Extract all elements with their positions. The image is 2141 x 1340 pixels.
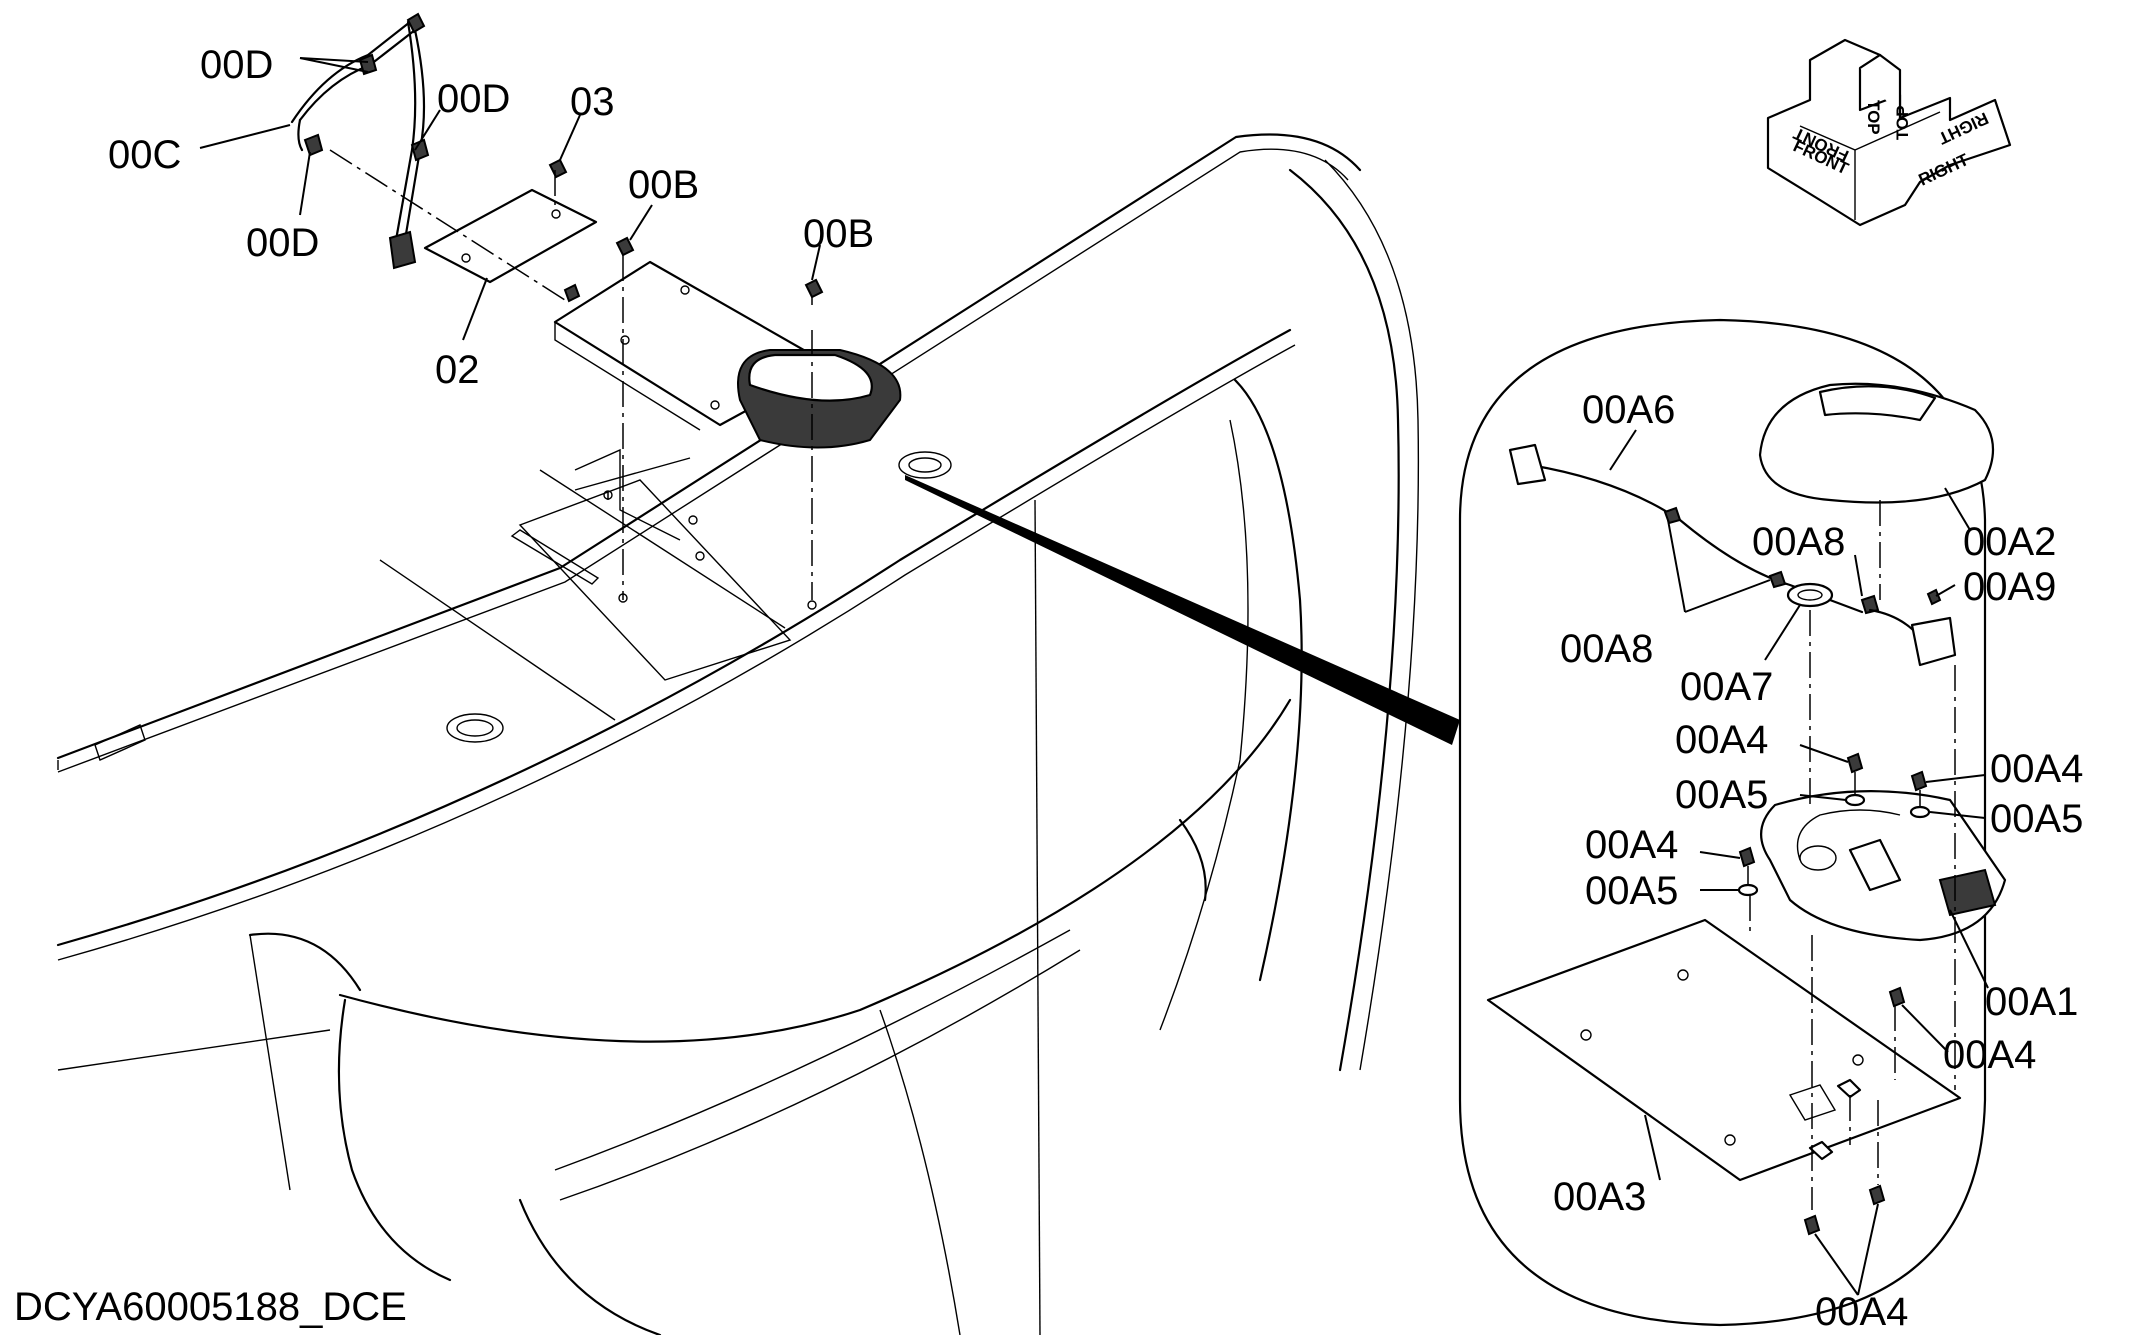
callout-00B-left: 00B <box>628 163 699 207</box>
callout-00A2: 00A2 <box>1963 520 2056 564</box>
cover-plate-02 <box>423 188 598 284</box>
detail-bubble <box>1458 318 1987 1327</box>
callout-00A4-upper-right: 00A4 <box>1990 747 2083 791</box>
bolt-00B-left <box>615 236 635 257</box>
screw-00A4-b <box>1910 770 1928 792</box>
cable-plug <box>1508 443 1547 486</box>
callout-00A6: 00A6 <box>1582 388 1675 432</box>
callout-00A9: 00A9 <box>1963 565 2056 609</box>
callout-00A8-left: 00A8 <box>1560 627 1653 671</box>
callout-02: 02 <box>435 348 480 392</box>
callout-leaders <box>199 57 1989 1296</box>
callout-00A4-middle-left: 00A4 <box>1585 823 1678 867</box>
callout-00C: 00C <box>108 133 181 177</box>
mounting-bracket-02-area <box>329 149 902 610</box>
screw-00A4-c <box>1738 846 1756 868</box>
callout-00D-right: 00D <box>437 77 510 121</box>
screw-00A4-d <box>1888 986 1906 1008</box>
callout-00A5-middle-left: 00A5 <box>1585 869 1678 913</box>
washer-00A5-c <box>1737 883 1759 897</box>
callout-00A3: 00A3 <box>1553 1175 1646 1219</box>
compass-top-rotated: TOP <box>1893 105 1912 140</box>
detail-assembly <box>1486 382 2007 1236</box>
wire-harness-00C <box>290 12 430 270</box>
callout-00A1: 00A1 <box>1985 980 2078 1024</box>
drawing-id: DCYA60005188_DCE <box>14 1285 407 1329</box>
callout-00A7: 00A7 <box>1680 665 1773 709</box>
callout-00A4-bottom: 00A4 <box>1815 1290 1908 1334</box>
grommet-00A7 <box>1786 582 1834 608</box>
bolt-00B-right <box>804 278 824 299</box>
callout-00D-top: 00D <box>200 43 273 87</box>
callout-03: 03 <box>570 80 615 124</box>
connector-plug <box>388 230 417 270</box>
beacon-cover-00A2 <box>1758 382 1995 504</box>
bolt-03 <box>548 158 568 179</box>
plate-00A3 <box>1486 918 1962 1182</box>
cab-roof-outline <box>56 133 1420 1337</box>
callout-00A5-upper-right: 00A5 <box>1990 797 2083 841</box>
callout-labels: 00D 00D 00C 00D 03 00B 00B 02 00A6 00A2 … <box>108 43 2083 1334</box>
callout-00D-bottom: 00D <box>246 221 319 265</box>
screw-00A4-a <box>1846 752 1864 774</box>
orientation-compass: FRONT FRONT TOP TOP RIGHT RIGHT <box>1766 38 2012 227</box>
screw-00A4-e1 <box>1803 1214 1821 1236</box>
callout-00A4-upper-left: 00A4 <box>1675 718 1768 762</box>
callout-00A8-top: 00A8 <box>1752 520 1845 564</box>
screw-00A4-e2 <box>1868 1184 1886 1206</box>
callout-00B-right: 00B <box>803 212 874 256</box>
compass-top: TOP <box>1864 100 1883 135</box>
callout-00A5-upper-left: 00A5 <box>1675 773 1768 817</box>
washer-00A5-a <box>1844 793 1866 807</box>
connector-00A9-area <box>1910 616 1957 667</box>
washer-00A5-b <box>1909 805 1931 819</box>
detail-pointer <box>905 475 1460 745</box>
callout-00A4-lower-right: 00A4 <box>1943 1033 2036 1077</box>
